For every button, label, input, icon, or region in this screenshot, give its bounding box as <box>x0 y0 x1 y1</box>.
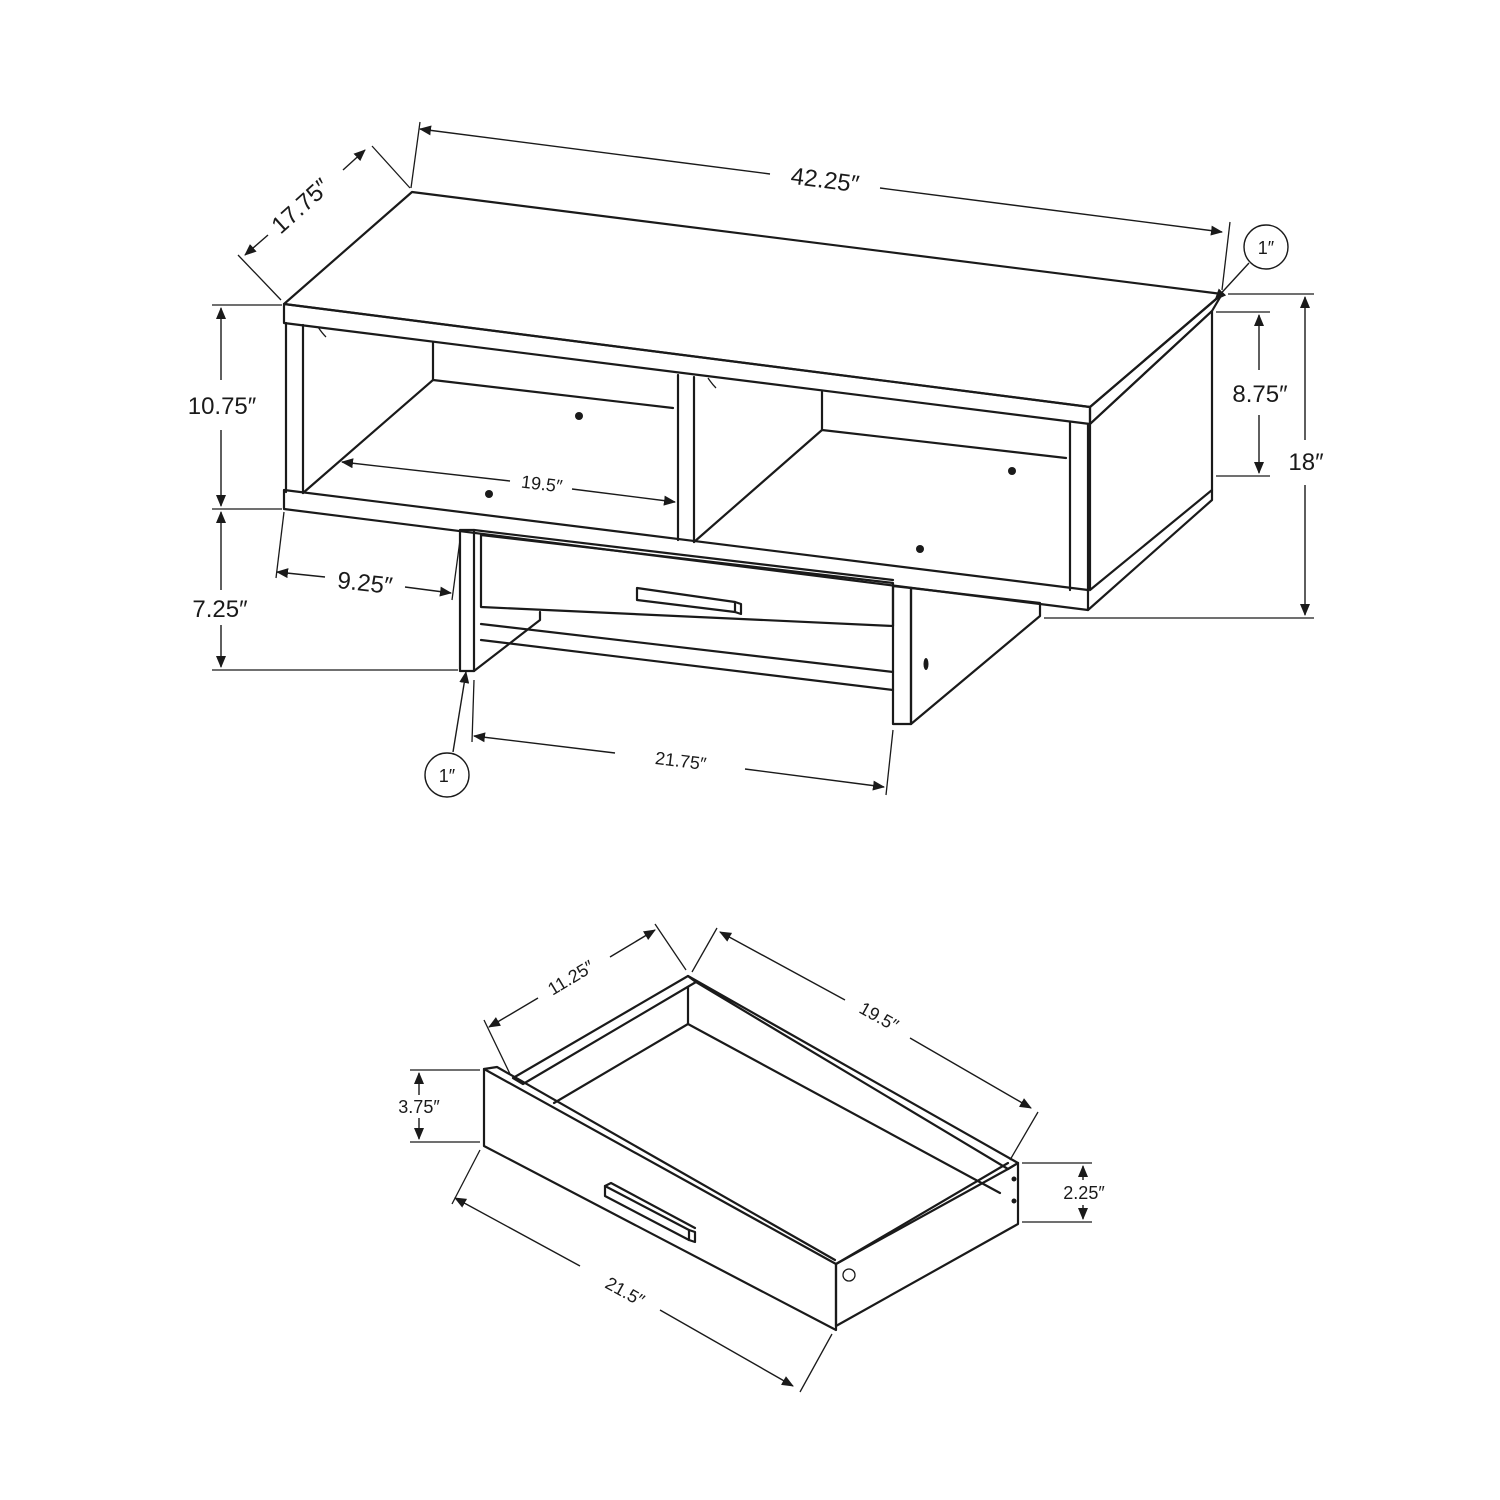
stretcher-rail-top <box>479 622 895 674</box>
table-dimensions: 42.25″ 17.75″ 10.75″ 7.25″ 9.25″ 19.5″ <box>188 121 1324 798</box>
drawer-screw-hole <box>1011 1198 1017 1204</box>
drawer-cam-hole <box>842 1268 856 1282</box>
drawer-dimensions: 11.25″ 19.5″ 3.75″ 2.25″ 21.5″ <box>398 923 1105 1393</box>
drawer-front-panel <box>479 533 895 628</box>
drawer-front-height-label: 3.75″ <box>398 1097 440 1117</box>
shelf-peg-hole <box>916 545 924 553</box>
table-depth-label: 17.75″ <box>266 173 335 239</box>
inner-shelf-height-label: 8.75″ <box>1232 381 1288 408</box>
drawer-cavity-top <box>472 528 895 582</box>
bottom-shelf-front <box>282 488 1090 612</box>
drawer-left-side <box>511 974 698 1086</box>
drawer-length-label: 19.5″ <box>856 998 902 1036</box>
leg-span-label: 21.75″ <box>654 748 708 774</box>
leg-height-label: 7.25″ <box>192 596 248 623</box>
tabletop-front-edge <box>282 302 1092 426</box>
drawer-side-height-label: 2.25″ <box>1063 1183 1105 1203</box>
shelf-peg-hole <box>1008 467 1016 475</box>
right-leg-side-panel <box>909 586 1042 726</box>
drawer-front-face <box>482 1067 838 1332</box>
shelf-opening-label: 19.5″ <box>520 472 564 497</box>
top-thickness-label: 1″ <box>1258 238 1275 258</box>
leg-thickness-callout <box>424 752 470 798</box>
coffee-table-drawing <box>282 190 1224 726</box>
right-compartment-floor <box>692 428 824 544</box>
drawer-pull-icon <box>635 586 743 616</box>
bracket-mark <box>317 326 327 338</box>
cabinet-side-panel <box>1088 309 1214 592</box>
leg-hole <box>923 658 929 670</box>
drawer-depth-label: 11.25″ <box>544 956 598 999</box>
left-leg-side <box>472 610 542 673</box>
bracket-mark <box>707 377 717 389</box>
right-compartment-back <box>820 390 1068 460</box>
drawer-inner-floor <box>552 1022 1002 1195</box>
drawer-front-top-edge <box>482 1065 837 1262</box>
drawer-drawing <box>482 974 1020 1332</box>
shelf-height-label: 10.75″ <box>188 393 257 420</box>
stretcher-rail-bottom <box>479 638 895 692</box>
bottom-shelf-side <box>1086 488 1214 612</box>
drawer-right-side-top <box>834 1161 1010 1266</box>
shelf-peg-hole <box>485 490 493 498</box>
leg-thickness-label: 1″ <box>439 766 456 786</box>
overhang-label: 9.25″ <box>336 567 394 600</box>
left-compartment-floor <box>301 378 435 495</box>
shelf-peg-hole <box>575 412 583 420</box>
drawer-screw-hole <box>1011 1176 1017 1182</box>
tabletop-surface <box>282 190 1224 409</box>
right-leg <box>891 584 913 726</box>
total-height-label: 18″ <box>1288 449 1324 476</box>
drawer-right-side <box>834 1161 1020 1328</box>
top-thickness-callout <box>1243 224 1289 270</box>
drawer-front-width-label: 21.5″ <box>602 1273 648 1311</box>
left-leg <box>458 528 476 673</box>
left-compartment-back <box>431 341 675 410</box>
drawer-handle-icon <box>603 1181 697 1244</box>
table-width-label: 42.25″ <box>789 163 861 199</box>
